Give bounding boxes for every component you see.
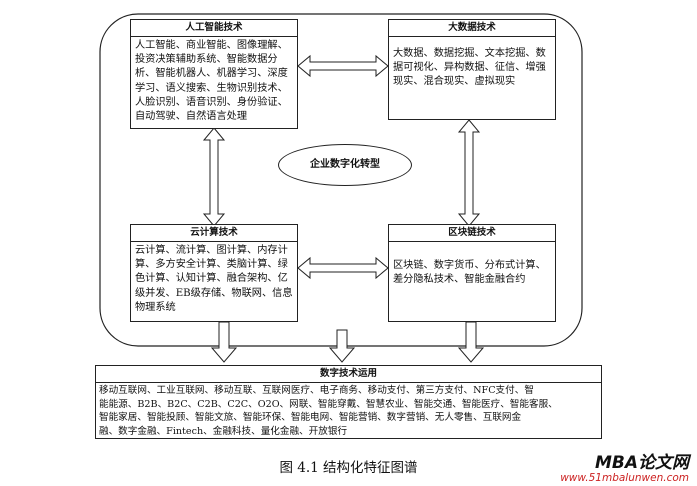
cloud-tech-line: 云计算、流计算、图计算、内存计 [135,245,288,256]
arrow-ai-bigdata [297,54,389,78]
ai-tech-content: 人工智能、商业智能、图像理解、 投资决策辅助系统、智能数据分 析、智能机器人、机… [135,39,294,124]
bigdata-tech-line: 据可视化、异构数据、征信、增强 [393,62,546,74]
ai-tech-line: 投资决策辅助系统、智能数据分 [135,54,278,66]
watermark-brand: MBA论文网 [594,453,689,473]
watermark-url[interactable]: www.51mbalunwen.com [560,472,689,484]
ai-tech-line: 析、智能机器人、机器学习、深度 [135,68,288,80]
cloud-tech-line: 色计算、认知计算、融合架构、亿 [135,273,288,285]
application-line: 移动互联网、工业互联网、移动互联、互联网医疗、电子商务、移动支付、第三方支付、N… [99,385,534,396]
arrow-cloud-blockchain [297,256,389,280]
bigdata-tech-line: 大数据、数据挖掘、文本挖掘、数 [393,48,546,59]
cloud-tech-content: 云计算、流计算、图计算、内存计 算、多方安全计算、类脑计算、绿 色计算、认知计算… [135,244,294,315]
ai-tech-line: 学习、语义搜索、生物识别技术、 [135,82,288,94]
blockchain-tech-line: 差分隐私技术、智能金融合约 [393,274,526,286]
cloud-tech-box: 云计算技术 云计算、流计算、图计算、内存计 算、多方安全计算、类脑计算、绿 色计… [130,224,298,322]
ai-tech-line: 人工智能、商业智能、图像理解、 [135,40,288,51]
cloud-tech-line: 级并发、EB级存储、物联网、信息 [135,287,293,299]
ai-tech-line: 人脸识别、语音识别、身份验证、 [135,96,288,108]
application-content: 移动互联网、工业互联网、移动互联、互联网医疗、电子商务、移动支付、第三方支付、N… [99,384,598,438]
ai-tech-line: 自动驾驶、自然语言处理 [135,111,248,123]
blockchain-tech-box: 区块链技术 区块链、数字货币、分布式计算、 差分隐私技术、智能金融合约 [388,224,556,322]
down-arrow-left [210,321,238,363]
arrow-ai-cloud [202,127,226,227]
blockchain-tech-line: 区块链、数字货币、分布式计算、 [393,260,546,271]
ai-tech-box: 人工智能技术 人工智能、商业智能、图像理解、 投资决策辅助系统、智能数据分 析、… [130,19,298,129]
site-watermark: MBA论文网 www.51mbalunwen.com [560,454,689,484]
arrow-bigdata-blockchain [457,119,481,227]
bigdata-tech-content: 大数据、数据挖掘、文本挖掘、数 据可视化、异构数据、征信、增强 现实、混合现实、… [393,47,552,90]
cloud-tech-title: 云计算技术 [131,225,297,242]
figure-caption: 图 4.1 结构化特征图谱 [279,460,418,476]
digital-tech-application-box: 数字技术运用 移动互联网、工业互联网、移动互联、互联网医疗、电子商务、移动支付、… [95,365,602,439]
cloud-tech-line: 物理系统 [135,301,176,313]
ai-tech-title: 人工智能技术 [131,20,297,37]
blockchain-tech-title: 区块链技术 [389,225,555,242]
down-arrow-middle [328,329,356,363]
bigdata-tech-title: 大数据技术 [389,20,555,37]
down-arrow-right [457,321,485,363]
digital-transformation-node: 企业数字化转型 [278,144,412,186]
bigdata-tech-box: 大数据技术 大数据、数据挖掘、文本挖掘、数 据可视化、异构数据、征信、增强 现实… [388,19,556,120]
application-line: 能能源、B2B、B2C、C2B、C2C、O2O、网联、智能穿戴、智慧农业、智能交… [99,398,558,410]
bigdata-tech-line: 现实、混合现实、虚拟现实 [393,76,516,88]
application-line: 融、数字金融、Fintech、金融科技、量化金融、开放银行 [99,425,348,437]
cloud-tech-line: 算、多方安全计算、类脑计算、绿 [135,259,288,271]
application-title: 数字技术运用 [96,366,601,383]
application-line: 智能家居、智能投顾、智能文旅、智能环保、智能电网、智能营销、数字营销、无人零售、… [99,412,522,424]
blockchain-tech-content: 区块链、数字货币、分布式计算、 差分隐私技术、智能金融合约 [393,259,552,287]
